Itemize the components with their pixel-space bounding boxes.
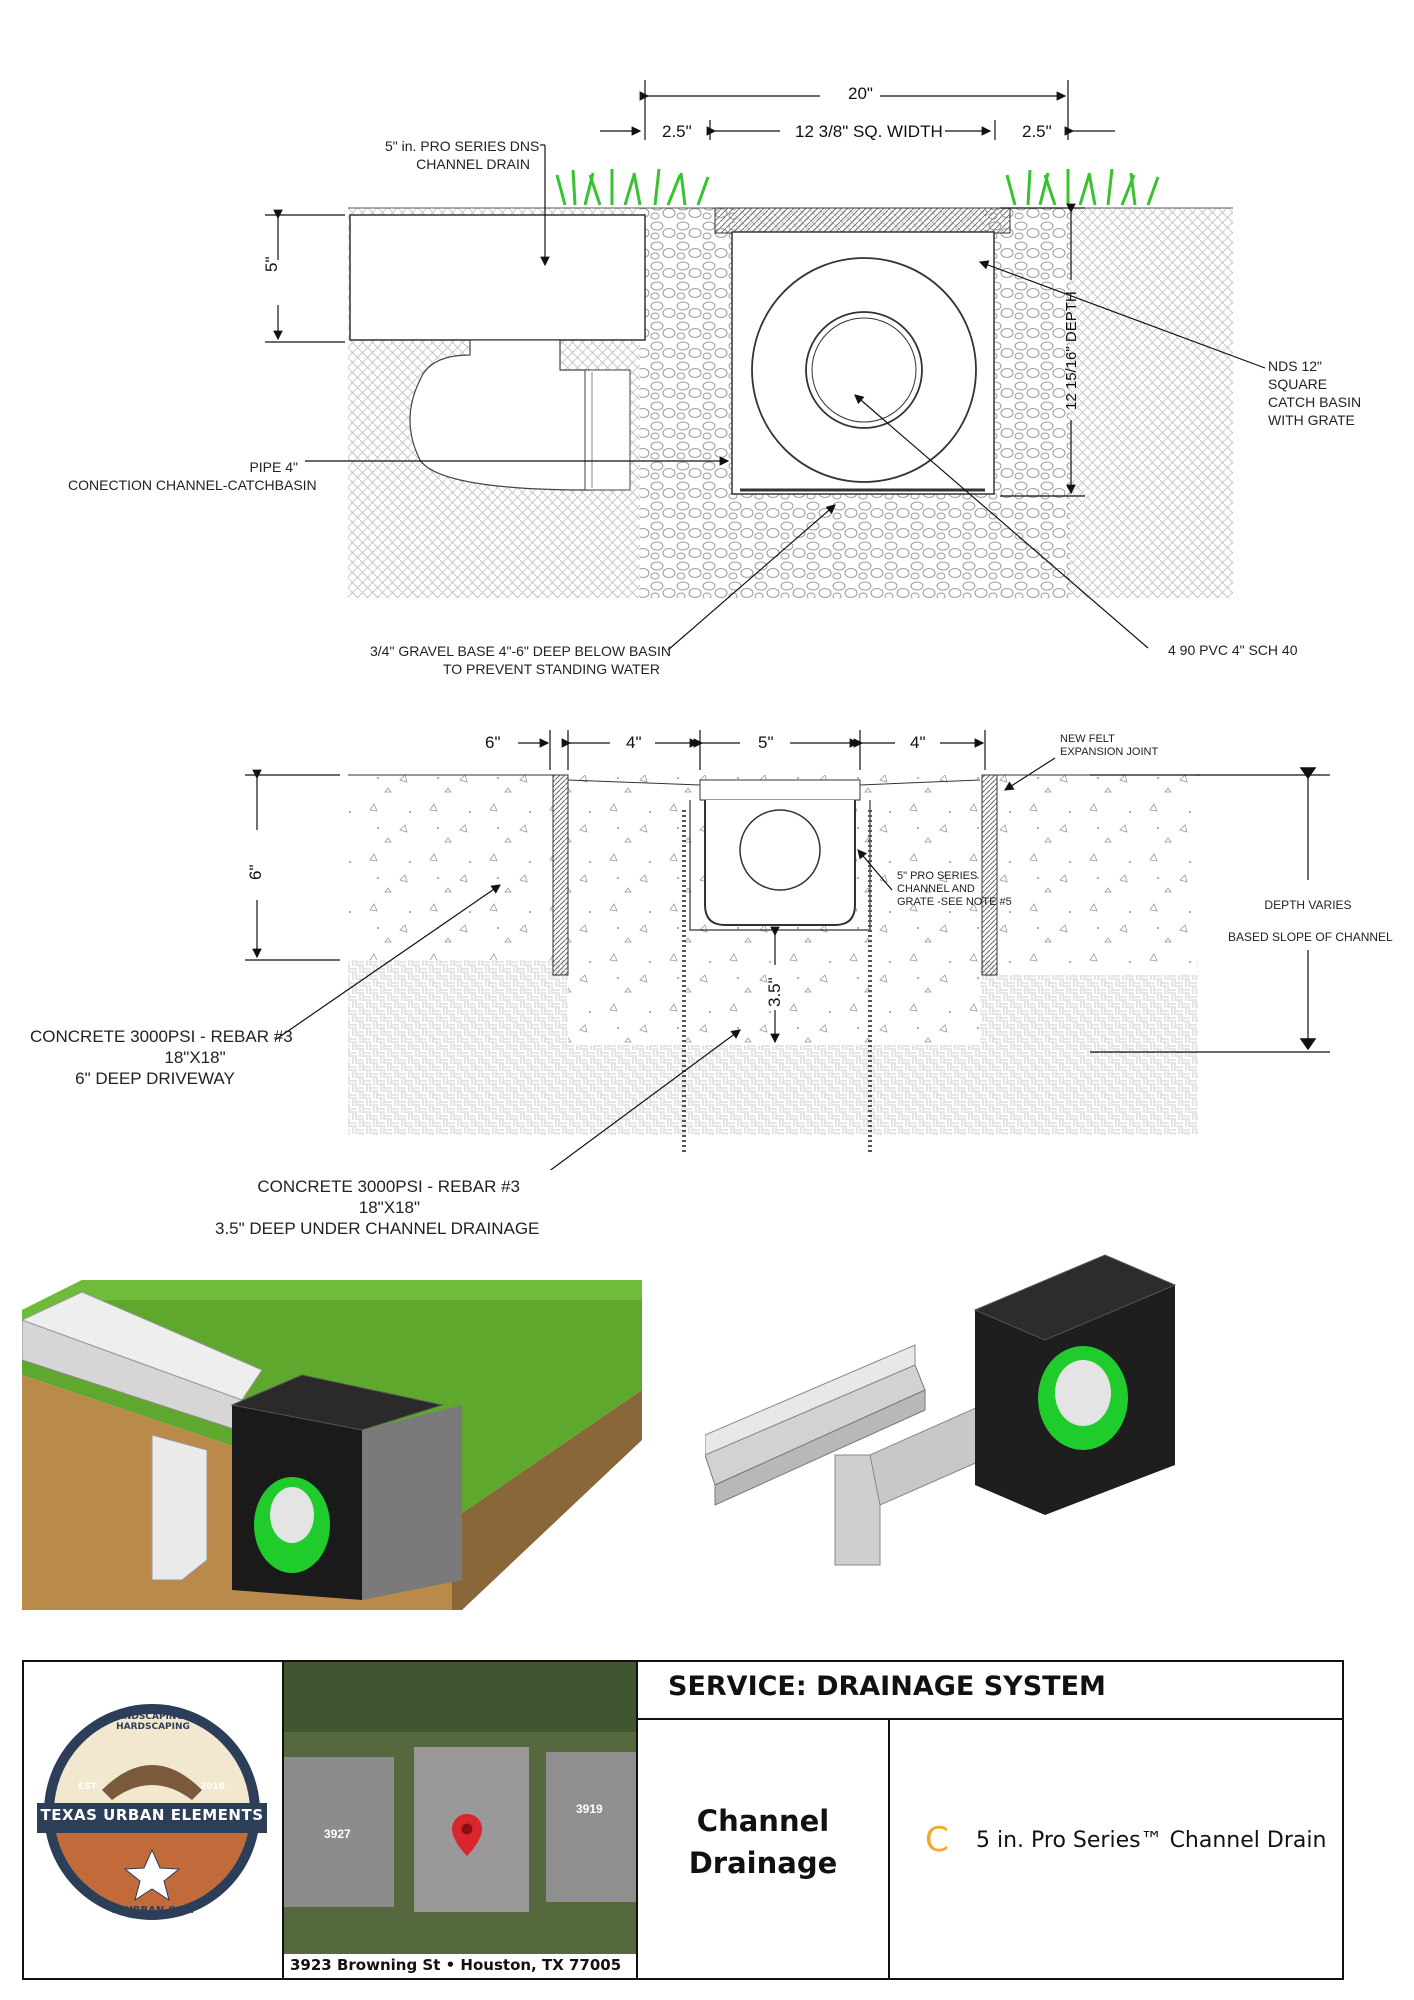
dim-5-center: 5" xyxy=(758,733,774,752)
dim-3-5-bottom: 3.5" xyxy=(765,977,784,1007)
map-house-number-left: 3927 xyxy=(324,1827,351,1841)
grass-left xyxy=(555,168,710,206)
title-block xyxy=(22,1660,1344,1980)
site-address: 3923 Browning St • Houston, TX 77005 xyxy=(290,1956,622,1974)
product-c-icon: C xyxy=(925,1820,949,1860)
texas-urban-elements-logo xyxy=(37,1704,267,1920)
service-heading: SERVICE: DRAINAGE SYSTEM xyxy=(668,1671,1106,1702)
dim-6-left: 6" xyxy=(485,733,501,752)
label-pvc: 4 90 PVC 4" SCH 40 xyxy=(1168,642,1298,658)
map-house-number-right: 3919 xyxy=(576,1802,603,1816)
dim-6-height: 6" xyxy=(246,864,265,881)
dim-basin-depth: 12 15/16" DEPTH xyxy=(1063,291,1080,410)
render-exploded-3d xyxy=(705,1254,1177,1566)
logo-year: 2016 xyxy=(200,1782,226,1792)
dim-total-20: 20" xyxy=(848,84,873,103)
dim-right-2-5: 2.5" xyxy=(1022,122,1052,141)
dim-left-2-5: 2.5" xyxy=(662,122,692,141)
dim-4-left: 4" xyxy=(626,733,642,752)
house-roof-left xyxy=(284,1757,394,1907)
channel-concrete-section-drawing xyxy=(245,730,1330,1170)
render-installed-3d xyxy=(22,1280,642,1610)
logo-tagline: LANDSCAPING & HARDSCAPING xyxy=(111,1712,195,1732)
catch-basin-section-drawing xyxy=(265,80,1266,651)
house-roof-right xyxy=(546,1752,636,1902)
logo-est: EST xyxy=(78,1782,97,1792)
dim-channel-height: 5" xyxy=(262,256,281,273)
grass-right xyxy=(1005,168,1160,206)
service-type: Channel Drainage xyxy=(688,1804,838,1880)
map-pin-icon xyxy=(452,1814,482,1856)
label-pipe: PIPE 4"CONECTION CHANNEL-CATCHBASIN xyxy=(68,459,317,493)
dim-4-right: 4" xyxy=(910,733,926,752)
satellite-map: 3927 3919 xyxy=(284,1662,636,1954)
logo-url: TXURBAN.COM xyxy=(110,1905,194,1916)
logo-company-name: TEXAS URBAN ELEMENTS xyxy=(40,1806,264,1824)
dim-sq-width: 12 3/8" SQ. WIDTH xyxy=(795,122,943,141)
product-name: 5 in. Pro Series™ Channel Drain xyxy=(976,1828,1327,1853)
